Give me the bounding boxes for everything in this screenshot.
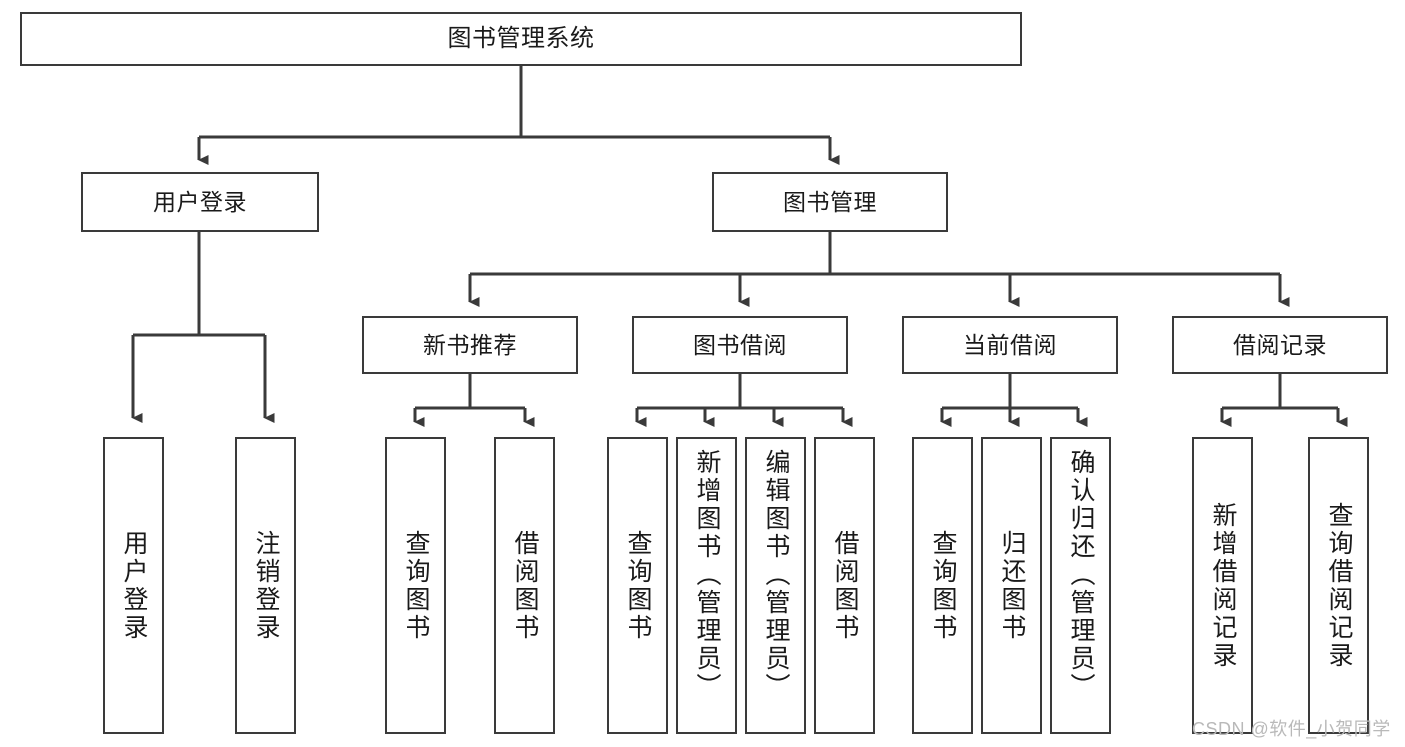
node-current-borrow-label: 当前借阅 [963,331,1057,358]
node-current-borrow[interactable]: 当前借阅 [902,316,1118,374]
node-leaf-query-record-label: 查询借阅记录 [1325,501,1353,670]
node-leaf-confirm-return[interactable]: 确认归还（管理员） [1050,437,1111,734]
node-book-borrow[interactable]: 图书借阅 [632,316,848,374]
node-new-book-rec-label: 新书推荐 [423,331,517,358]
node-root[interactable]: 图书管理系统 [20,12,1022,66]
node-leaf-query-book-2-label: 查询图书 [624,529,652,642]
node-leaf-query-book-1[interactable]: 查询图书 [385,437,446,734]
node-borrow-record-label: 借阅记录 [1233,331,1327,358]
node-user-login[interactable]: 用户登录 [81,172,319,232]
node-borrow-record[interactable]: 借阅记录 [1172,316,1388,374]
node-new-book-rec[interactable]: 新书推荐 [362,316,578,374]
node-leaf-query-book-3[interactable]: 查询图书 [912,437,973,734]
node-leaf-edit-book-label: 编辑图书（管理员） [762,449,790,701]
node-leaf-add-record[interactable]: 新增借阅记录 [1192,437,1253,734]
node-book-borrow-label: 图书借阅 [693,331,787,358]
node-root-label: 图书管理系统 [447,25,595,53]
node-leaf-return-book-label: 归还图书 [998,529,1026,642]
node-leaf-query-book-1-label: 查询图书 [402,529,430,642]
node-leaf-user-login[interactable]: 用户登录 [103,437,164,734]
node-leaf-edit-book[interactable]: 编辑图书（管理员） [745,437,806,734]
node-leaf-borrow-book-2[interactable]: 借阅图书 [814,437,875,734]
node-leaf-query-book-3-label: 查询图书 [929,529,957,642]
node-leaf-borrow-book-1[interactable]: 借阅图书 [494,437,555,734]
node-book-manage[interactable]: 图书管理 [712,172,948,232]
node-leaf-return-book[interactable]: 归还图书 [981,437,1042,734]
node-user-login-label: 用户登录 [153,188,247,215]
node-leaf-add-book-label: 新增图书（管理员） [693,449,721,701]
node-leaf-query-book-2[interactable]: 查询图书 [607,437,668,734]
node-book-manage-label: 图书管理 [783,188,877,215]
node-leaf-borrow-book-1-label: 借阅图书 [511,529,539,642]
node-leaf-borrow-book-2-label: 借阅图书 [831,529,859,642]
node-leaf-query-record[interactable]: 查询借阅记录 [1308,437,1369,734]
node-leaf-user-login-label: 用户登录 [120,529,148,642]
node-leaf-logout-label: 注销登录 [252,529,280,642]
node-leaf-add-book[interactable]: 新增图书（管理员） [676,437,737,734]
node-leaf-logout[interactable]: 注销登录 [235,437,296,734]
node-leaf-add-record-label: 新增借阅记录 [1209,501,1237,670]
node-leaf-confirm-return-label: 确认归还（管理员） [1067,449,1095,701]
watermark: CSDN @软件_小贺同学 [1192,719,1391,739]
